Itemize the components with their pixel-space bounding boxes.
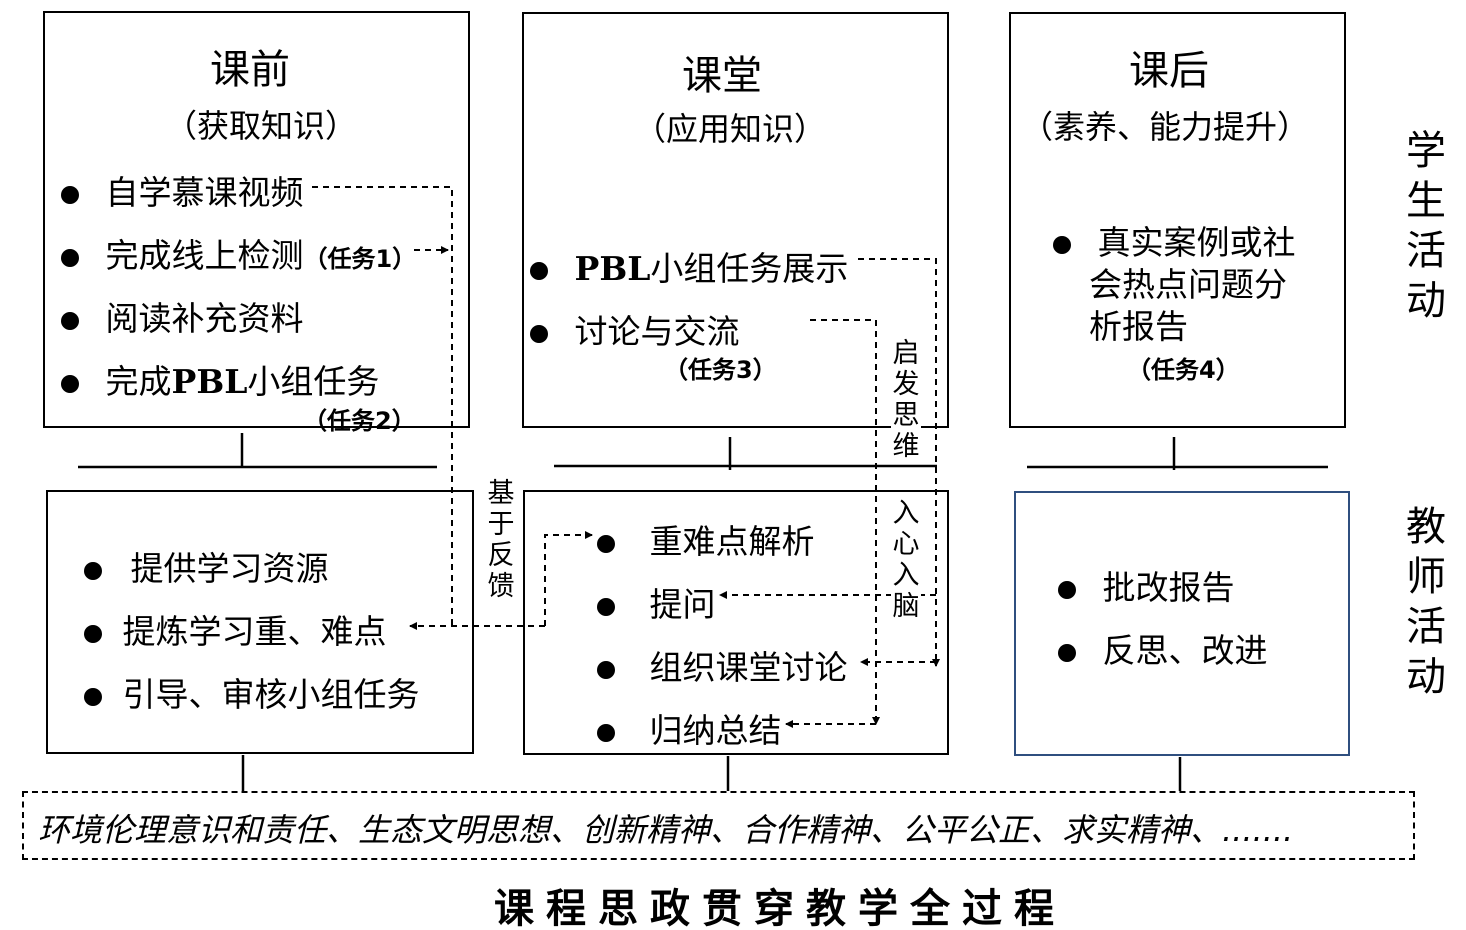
teacher-class-item-3: 组织课堂讨论: [597, 641, 848, 689]
teacher-post-item-2-label: 反思、改进: [1102, 631, 1268, 670]
teacher-class-item-4-label: 归纳总结: [649, 711, 782, 750]
teacher-post-item-2: 反思、改进: [1058, 624, 1268, 672]
post-report-line-3: 析报告: [1089, 307, 1188, 346]
class-item-pbl-show: PBL小组任务展示: [530, 242, 848, 290]
teacher-class-item-2-label: 提问: [649, 585, 716, 624]
feedback-annotation: 基于反馈: [487, 478, 515, 602]
mooc-to-vertical-arrow: [312, 186, 453, 626]
pre-item-pbl: 完成PBL小组任务: [61, 355, 379, 403]
teacher-activity-label: 教师活动: [1406, 504, 1446, 700]
bullet-icon: [84, 561, 102, 580]
pre-class-title: 课前: [210, 47, 290, 93]
pre-class-student-box: 课前 （获取知识） 自学慕课视频 完成线上检测（任务1） 阅读补充资料 完成PB…: [43, 11, 470, 435]
teacher-class-item-3-label: 组织课堂讨论: [649, 648, 848, 687]
class-item-discussion: 讨论与交流: [530, 305, 740, 353]
bullet-icon: [1058, 580, 1076, 599]
post-class-teacher-box: 批改报告 反思、改进: [1014, 491, 1350, 756]
post-class-subtitle: （素养、能力提升）: [1021, 108, 1310, 146]
inspire-annotation: 启发思维: [891, 338, 921, 462]
footer-title: 课程思政贯穿教学全过程: [494, 886, 1066, 930]
pre-item-online-test-label: 完成线上检测: [105, 236, 304, 275]
teacher-pre-item-1: 提供学习资源: [84, 542, 329, 590]
pre-pbl-suffix: 小组任务: [247, 362, 380, 401]
task3-label: （任务3）: [664, 356, 777, 384]
teacher-pre-item-3-label: 引导、审核小组任务: [122, 675, 420, 714]
student-activity-label: 学生活动: [1406, 128, 1446, 324]
discussion-vertical-arrow: [810, 319, 880, 725]
ideological-values-text: 环境伦理意识和责任、生态文明思想、创新精神、合作精神、公平公正、求实精神、...…: [38, 811, 1294, 849]
pre-pbl-prefix: PBL: [171, 362, 248, 401]
post-class-title: 课后: [1129, 48, 1209, 94]
heart-annotation: 入心入脑: [891, 498, 921, 622]
post-report-line-1: 真实案例或社: [1097, 223, 1296, 262]
class-pbl-prefix: PBL: [574, 249, 651, 288]
bullet-icon: [84, 687, 102, 706]
bullet-icon: [597, 534, 615, 553]
pre-item-pbl-label: 完成: [105, 362, 172, 401]
bullet-icon: [530, 261, 548, 280]
pre-item-reading: 阅读补充资料: [61, 292, 304, 340]
in-class-title: 课堂: [682, 53, 762, 99]
pre-item-mooc-label: 自学慕课视频: [105, 173, 304, 212]
pbl-show-vertical-arrow: [858, 258, 940, 667]
teacher-pre-item-1-label: 提供学习资源: [130, 549, 329, 588]
bullet-icon: [61, 311, 79, 330]
teacher-class-item-4: 归纳总结: [597, 704, 782, 752]
teacher-pre-item-2: 提炼学习重、难点: [84, 605, 387, 653]
in-class-teacher-box: 重难点解析 提问 组织课堂讨论 归纳总结: [523, 490, 949, 755]
dashed-arrows: [312, 186, 940, 728]
teacher-pre-item-2-label: 提炼学习重、难点: [122, 612, 387, 651]
class-item-discussion-label: 讨论与交流: [574, 312, 740, 351]
post-report-line-2: 会热点问题分: [1089, 265, 1287, 304]
teacher-class-item-2: 提问: [597, 578, 716, 626]
bullet-icon: [597, 597, 615, 616]
teacher-post-item-1-label: 批改报告: [1102, 568, 1235, 607]
bullet-icon: [84, 624, 102, 643]
teacher-post-item-1: 批改报告: [1058, 561, 1235, 609]
pre-item-mooc: 自学慕课视频: [61, 166, 304, 214]
ideological-values-band: 环境伦理意识和责任、生态文明思想、创新精神、合作精神、公平公正、求实精神、...…: [22, 791, 1415, 860]
bullet-icon: [1058, 643, 1076, 662]
teacher-pre-item-3: 引导、审核小组任务: [84, 668, 420, 716]
bullet-icon: [597, 723, 615, 742]
task2-label: （任务2）: [303, 407, 416, 435]
in-class-student-box: 课堂 （应用知识） PBL小组任务展示 讨论与交流 （任务3）: [522, 12, 949, 428]
pre-class-teacher-box: 提供学习资源 提炼学习重、难点 引导、审核小组任务: [46, 490, 474, 754]
teacher-class-item-1: 重难点解析: [597, 515, 815, 563]
bullet-icon: [1053, 235, 1071, 254]
task4-label: （任务4）: [1127, 356, 1240, 384]
bullet-icon: [597, 660, 615, 679]
class-pbl-suffix: 小组任务展示: [650, 249, 849, 288]
post-class-student-box: 课后 （素养、能力提升） 真实案例或社 会热点问题分 析报告 （任务4）: [1009, 12, 1346, 428]
bullet-icon: [61, 185, 79, 204]
bullet-icon: [61, 248, 79, 267]
task1-label: （任务1）: [303, 245, 417, 273]
pre-item-reading-label: 阅读补充资料: [105, 299, 304, 338]
pre-item-online-test: 完成线上检测（任务1）: [61, 229, 416, 277]
solid-connectors: [78, 433, 1328, 791]
bullet-icon: [61, 374, 79, 393]
post-item-report: 真实案例或社: [1053, 216, 1296, 264]
pre-class-subtitle: （获取知识）: [165, 107, 358, 145]
in-class-subtitle: （应用知识）: [634, 110, 827, 148]
teacher-class-item-1-label: 重难点解析: [649, 522, 815, 561]
bullet-icon: [530, 324, 548, 343]
to-key-analysis-arrow: [544, 531, 593, 626]
